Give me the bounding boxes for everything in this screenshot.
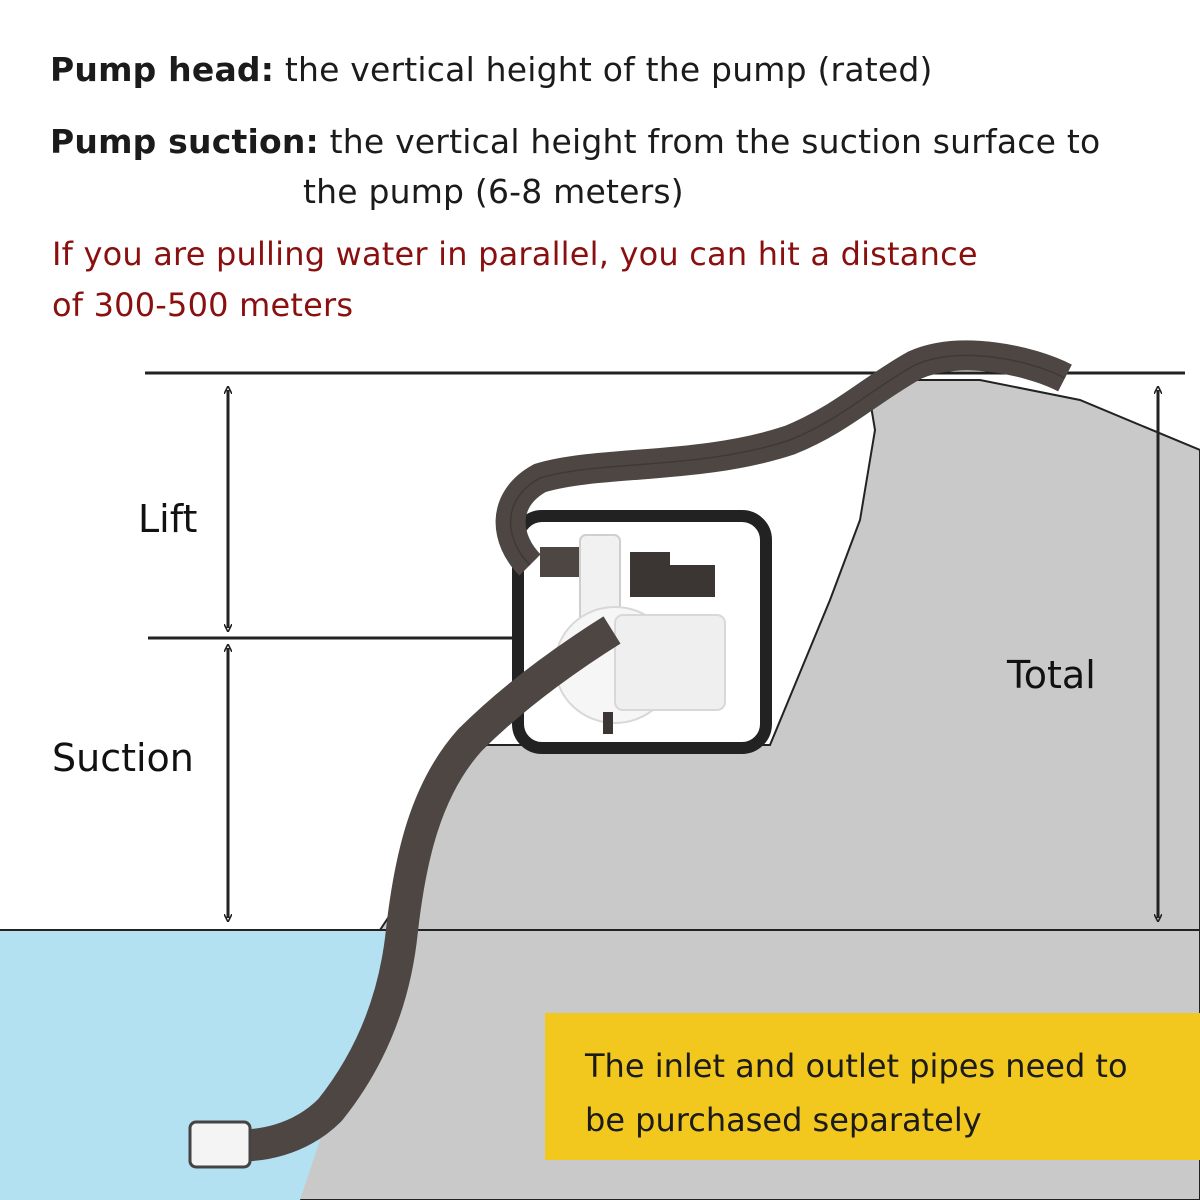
warning-line2: of 300-500 meters bbox=[52, 286, 354, 324]
pump-head-text: the vertical height of the pump (rated) bbox=[284, 50, 933, 89]
pump-head-term: Pump head: bbox=[50, 50, 275, 89]
lift-label: Lift bbox=[138, 497, 198, 541]
suction-label: Suction bbox=[52, 736, 194, 780]
pump-suction-definition: Pump suction: the vertical height from t… bbox=[50, 122, 1100, 161]
pump-suction-text-line1: the vertical height from the suction sur… bbox=[329, 122, 1101, 161]
pump-suction-text-line2: the pump (6-8 meters) bbox=[303, 172, 684, 211]
outlet-hose bbox=[495, 340, 1072, 576]
warning-line1: If you are pulling water in parallel, yo… bbox=[52, 235, 978, 273]
purchase-note: The inlet and outlet pipes need to be pu… bbox=[545, 1013, 1200, 1160]
inlet-hose bbox=[223, 616, 621, 1162]
pump-suction-term: Pump suction: bbox=[50, 122, 319, 161]
pump-unit bbox=[512, 510, 772, 754]
foot-valve bbox=[188, 1120, 252, 1169]
total-label: Total bbox=[1007, 653, 1096, 697]
note-line1: The inlet and outlet pipes need to bbox=[585, 1047, 1128, 1085]
pump-head-definition: Pump head: the vertical height of the pu… bbox=[50, 50, 933, 89]
note-line2: be purchased separately bbox=[585, 1101, 982, 1139]
